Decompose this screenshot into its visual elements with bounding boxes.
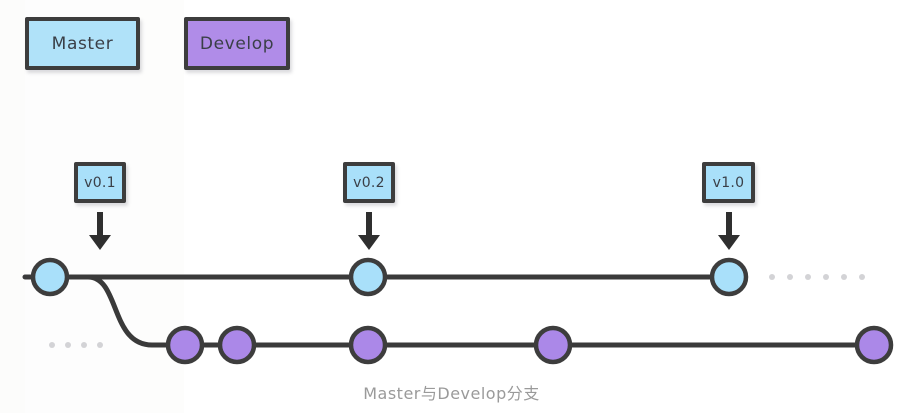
branch-curve-master-to-develop: [69, 274, 173, 348]
version-tag-v1-0: v1.0: [702, 162, 755, 203]
tag-arrow-v0-2: [358, 212, 380, 250]
master-trailing-ellipsis: [769, 274, 865, 280]
develop-commit-node: [348, 325, 388, 365]
develop-commit-node: [854, 325, 894, 365]
legend-item-develop: Develop: [184, 17, 290, 70]
version-tag-v0-2: v0.2: [343, 162, 395, 203]
develop-commit-node: [217, 325, 257, 365]
version-tag-label: v0.1: [84, 174, 116, 191]
version-tag-label: v1.0: [712, 174, 745, 191]
version-tag-label: v0.2: [353, 174, 385, 191]
tag-arrow-v0-1: [89, 212, 111, 250]
legend-item-master: Master: [25, 17, 140, 70]
version-tag-v0-1: v0.1: [74, 162, 126, 203]
figure-caption: Master与Develop分支: [363, 384, 540, 403]
develop-leading-ellipsis: [49, 342, 103, 348]
master-commit-node: [709, 257, 749, 297]
develop-commit-node: [165, 325, 205, 365]
develop-commit-node: [533, 325, 573, 365]
master-commit-node: [348, 257, 388, 297]
tag-arrow-v1-0: [718, 212, 740, 250]
legend-label-master: Master: [51, 33, 114, 54]
legend-label-develop: Develop: [199, 33, 275, 54]
master-commit-node: [30, 257, 70, 297]
